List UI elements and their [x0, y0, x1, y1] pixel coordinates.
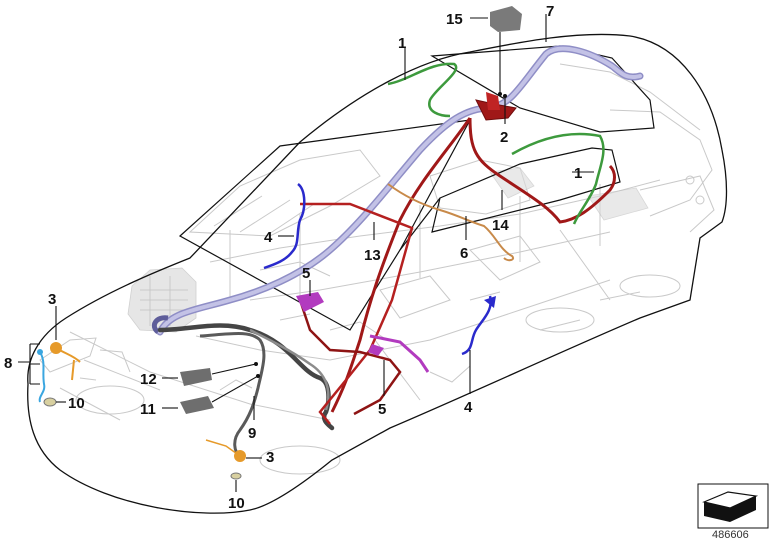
harness-8-cyan — [37, 349, 46, 403]
callout-1-side: 1 — [574, 165, 582, 182]
callout-7: 7 — [546, 3, 554, 20]
car-body-outline — [27, 33, 728, 514]
callout-10-front: 10 — [68, 395, 85, 412]
callout-10-lower: 10 — [228, 495, 245, 512]
callout-1-rear: 1 — [398, 35, 406, 52]
harness-14-red — [298, 92, 616, 425]
callout-8: 8 — [4, 355, 12, 372]
callout-15: 15 — [446, 11, 463, 28]
harness-6-tan — [387, 183, 514, 262]
callout-labels: 1 1 2 3 3 4 4 5 5 6 7 8 9 10 10 11 — [4, 3, 594, 512]
callout-4-rear: 4 — [464, 399, 473, 416]
harness-5-magenta — [296, 292, 430, 373]
callout-9: 9 — [248, 425, 256, 442]
component-10-connectors — [43, 397, 242, 480]
callout-2: 2 — [500, 129, 508, 146]
callout-3-front-left: 3 — [48, 291, 56, 308]
callout-6: 6 — [460, 245, 468, 262]
callout-4-front: 4 — [264, 229, 273, 246]
callout-3-lower: 3 — [266, 449, 274, 466]
view-direction-icon — [697, 483, 769, 529]
callout-13: 13 — [364, 247, 381, 264]
ghost-vehicle-components — [59, 63, 715, 475]
callout-5-lower: 5 — [378, 401, 386, 418]
harness-7-main — [151, 45, 644, 336]
component-11-12-brackets — [180, 368, 214, 414]
harness-3-orange-front — [50, 342, 246, 462]
callout-14: 14 — [492, 217, 509, 234]
harness-dark-9-11-12 — [157, 323, 335, 458]
document-number: 486606 — [712, 529, 749, 541]
callout-5-upper: 5 — [302, 265, 310, 282]
harness-1-green — [387, 62, 605, 225]
callout-11: 11 — [140, 401, 156, 418]
component-15-module — [490, 6, 522, 32]
harness-4-blue — [263, 183, 496, 356]
callout-12: 12 — [140, 371, 157, 388]
